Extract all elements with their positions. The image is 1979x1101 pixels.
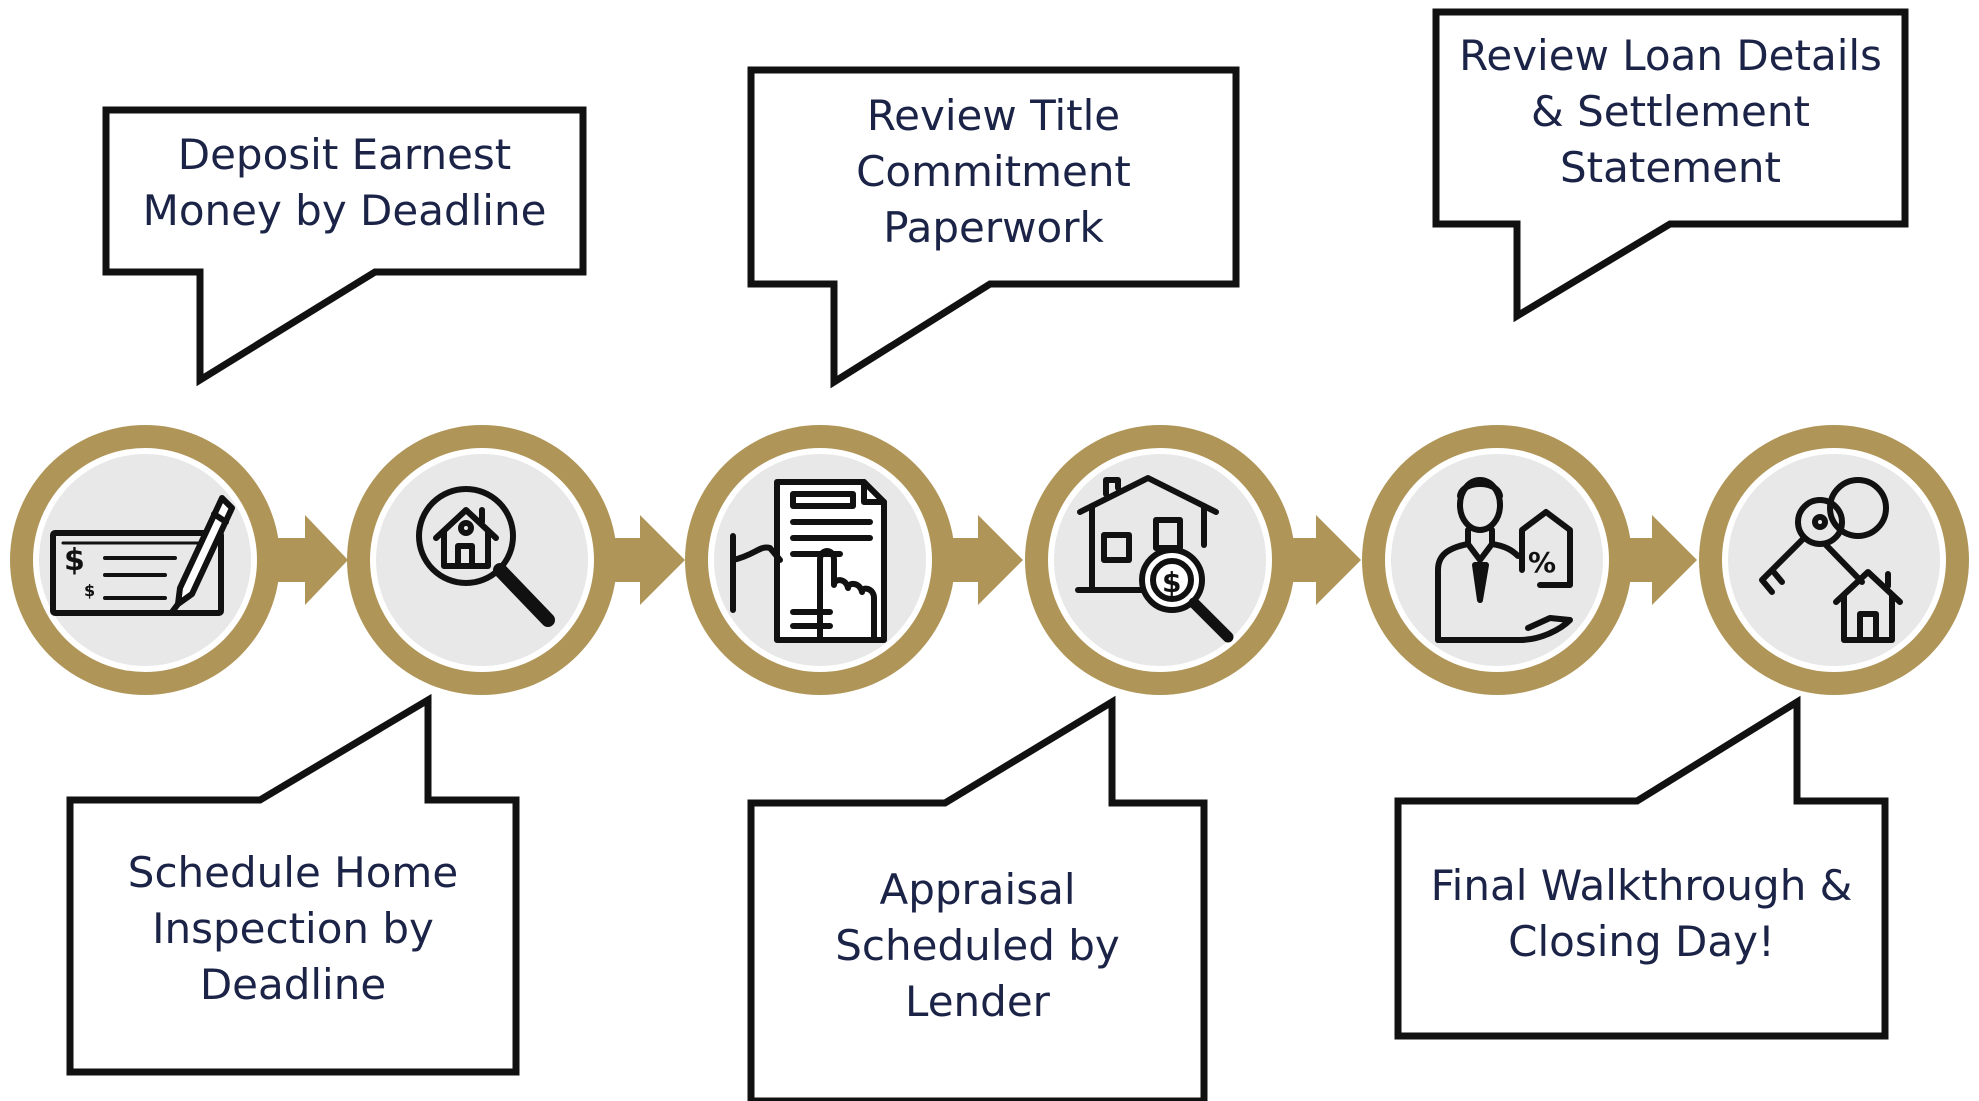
callout-appraisal-line-2: Scheduled by: [835, 921, 1120, 970]
callout-title-line-1: Review Title: [866, 91, 1121, 140]
callout-title-line-3: Paperwork: [883, 203, 1104, 252]
svg-text:$: $: [84, 581, 95, 600]
house-dollar-search-icon: $: [1075, 475, 1234, 643]
callout-inspection-line-3: Deadline: [199, 960, 387, 1009]
callout-title-line-2: Commitment: [856, 147, 1131, 196]
arrow-right-icon: [270, 515, 348, 605]
step-home-inspection: [347, 425, 617, 695]
callout-closing-line-1: Final Walkthrough &: [1430, 861, 1853, 910]
arrow-right-icon: [608, 515, 685, 605]
callout-closing-line-2: Closing Day!: [1508, 917, 1775, 966]
callout-appraisal-line-3: Lender: [905, 977, 1050, 1026]
callout-loan-box: [1432, 8, 1909, 323]
callout-appraisal-line-1: Appraisal: [879, 865, 1076, 914]
svg-text:$: $: [64, 543, 85, 578]
callout-appraisal-text: Appraisal Scheduled by Lender: [751, 862, 1204, 1030]
callout-inspection-line-1: Schedule Home: [127, 848, 459, 897]
house-magnifier-icon: [416, 486, 555, 627]
callout-title-text: Review Title Commitment Paperwork: [751, 88, 1236, 256]
connector-arrows: [270, 515, 1697, 605]
svg-text:$: $: [1162, 566, 1181, 599]
callout-closing-text: Final Walkthrough & Closing Day!: [1398, 858, 1885, 970]
step-closing: [1699, 425, 1969, 695]
arrow-right-icon: [1285, 515, 1361, 605]
callout-inspection-text: Schedule Home Inspection by Deadline: [70, 845, 516, 1013]
callout-loan-line-2: & Settlement: [1531, 87, 1810, 136]
callout-deposit-line-2: Money by Deadline: [142, 186, 547, 235]
arrow-right-icon: [945, 515, 1023, 605]
document-touch-icon: [730, 479, 887, 643]
callout-loan-line-3: Statement: [1559, 143, 1781, 192]
callout-deposit-line-1: Deposit Earnest: [177, 130, 512, 179]
callout-closing-box: [1394, 695, 1889, 1040]
loan-officer-percent-icon: %: [1435, 477, 1573, 643]
callout-loan-text: Review Loan Details & Settlement Stateme…: [1436, 28, 1905, 196]
callout-loan-line-1: Review Loan Details: [1459, 31, 1882, 80]
arrow-right-icon: [1620, 515, 1697, 605]
house-keys-icon: [1759, 477, 1903, 643]
callout-inspection-line-2: Inspection by: [152, 904, 434, 953]
callout-deposit-text: Deposit Earnest Money by Deadline: [106, 127, 583, 239]
svg-text:%: %: [1528, 546, 1556, 579]
callout-appraisal-box: [747, 695, 1208, 1101]
callout-inspection-box: [66, 693, 520, 1076]
step-loan-review: [1362, 425, 1632, 695]
callout-deposit-box: [102, 106, 587, 387]
check-signing-icon: $ $: [50, 495, 235, 616]
callout-title-box: [747, 66, 1240, 389]
